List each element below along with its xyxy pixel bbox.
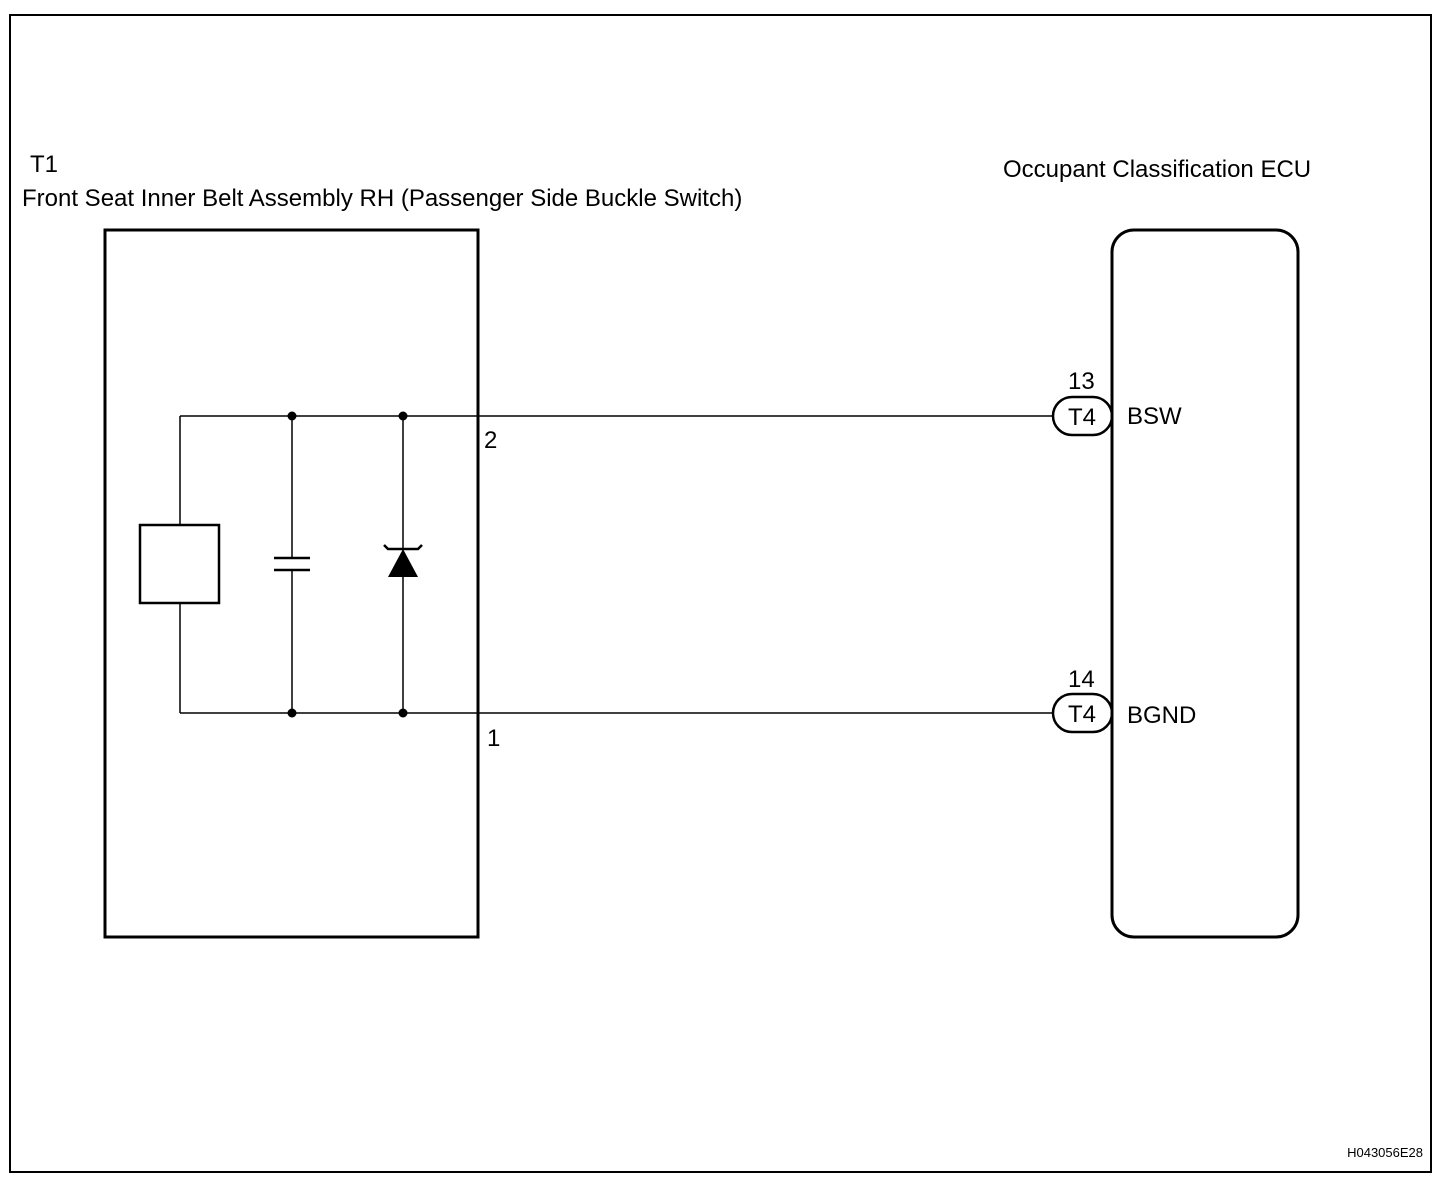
connector-oval: [1051, 395, 1114, 437]
connector-label: T4: [1068, 701, 1096, 728]
right-component-name: Occupant Classification ECU: [1003, 156, 1311, 183]
zener-diode-symbol: [383, 416, 423, 713]
buckle-switch-box: [103, 228, 480, 939]
ecu-box: [1110, 228, 1300, 939]
right-pin-14: 14: [1068, 666, 1095, 693]
figure-frame: [9, 14, 1432, 1173]
junction-dot: [287, 411, 297, 421]
connector-t4-pin-14: 14 T4 BGND: [1051, 666, 1196, 734]
junction-dot: [287, 708, 297, 718]
left-pin-2: 2: [484, 427, 497, 454]
sensor-element: [138, 523, 221, 605]
capacitor-symbol: [274, 416, 310, 713]
connector-oval: [1051, 692, 1114, 734]
signal-bgnd: BGND: [1127, 702, 1196, 729]
buckle-switch-circuit: [138, 411, 478, 718]
left-component-id: T1: [30, 151, 58, 178]
junction-dot: [398, 411, 408, 421]
signal-bsw: BSW: [1127, 403, 1182, 430]
left-pin-1: 1: [487, 725, 500, 752]
connector-label: T4: [1068, 404, 1096, 431]
figure-code: H043056E28: [1347, 1145, 1423, 1160]
left-component-name: Front Seat Inner Belt Assembly RH (Passe…: [22, 185, 742, 212]
connector-t4-pin-13: 13 T4 BSW: [1051, 368, 1182, 437]
right-pin-13: 13: [1068, 368, 1095, 395]
junction-dot: [398, 708, 408, 718]
